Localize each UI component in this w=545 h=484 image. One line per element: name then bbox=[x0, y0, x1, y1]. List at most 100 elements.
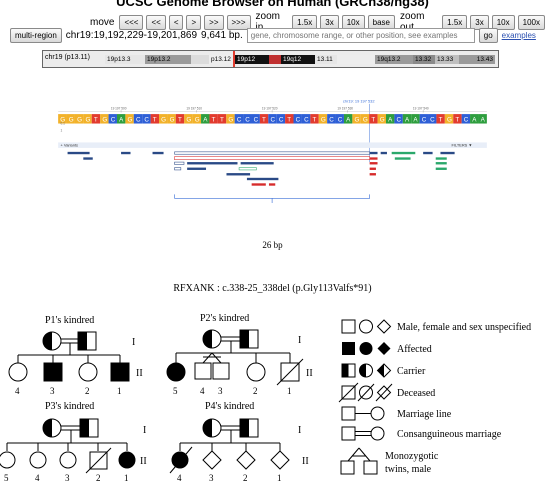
base-block bbox=[444, 114, 454, 124]
multi-region-button[interactable]: multi-region bbox=[10, 28, 62, 43]
p2-child-1-deceased-slash bbox=[276, 358, 304, 386]
p4-child-4-number: 4 bbox=[177, 473, 182, 483]
zoom-out-10x-button[interactable]: 10x bbox=[491, 14, 515, 30]
variant-bar bbox=[391, 151, 416, 155]
go-button[interactable]: go bbox=[478, 28, 498, 43]
variants-label[interactable]: + Variants bbox=[60, 143, 78, 148]
base-block bbox=[201, 114, 210, 124]
base-letter: C bbox=[464, 117, 469, 124]
variant-bar bbox=[423, 151, 433, 155]
move-left-button[interactable]: << bbox=[146, 14, 166, 30]
p3-child-5-female bbox=[0, 451, 16, 469]
variant-bar bbox=[240, 162, 274, 165]
band-13.32: 13.32 bbox=[413, 55, 435, 64]
base-block bbox=[411, 114, 420, 124]
base-letter: A bbox=[388, 117, 393, 124]
legend-twin-male-1-icon bbox=[340, 460, 355, 475]
base-letter: A bbox=[472, 117, 477, 124]
p1-child-1-affected-male bbox=[110, 362, 130, 382]
variant-bar bbox=[268, 183, 276, 186]
base-block bbox=[268, 114, 277, 124]
base-block bbox=[167, 114, 176, 124]
base-letter: C bbox=[245, 117, 250, 124]
examples-link[interactable]: examples bbox=[501, 31, 536, 40]
p3-child-4-number: 4 bbox=[35, 473, 40, 483]
move-step-left-button[interactable]: < bbox=[168, 14, 184, 30]
variant-bar bbox=[394, 157, 411, 160]
position-search-input[interactable] bbox=[246, 28, 475, 43]
move-label: move bbox=[90, 16, 115, 28]
p2-generation-1: I bbox=[298, 335, 301, 346]
base-block bbox=[453, 114, 462, 124]
p1-generation-2: II bbox=[136, 368, 143, 379]
base-letter: G bbox=[102, 117, 107, 124]
variant-bar bbox=[152, 151, 164, 155]
position-readout: chr19:19,192,229-19,201,869 bbox=[65, 30, 198, 41]
p2-child-5-number: 5 bbox=[173, 386, 178, 396]
variants-track-header[interactable] bbox=[58, 142, 487, 148]
base-block bbox=[470, 114, 479, 124]
base-letter: C bbox=[111, 117, 116, 124]
base-letter: T bbox=[439, 117, 443, 124]
legend-carrier-label: Carrier bbox=[397, 366, 426, 377]
move-step-right-button[interactable]: > bbox=[186, 14, 202, 30]
base-block bbox=[116, 114, 126, 124]
variant-bar bbox=[369, 151, 378, 155]
variant-bar bbox=[174, 161, 185, 165]
p3-child-4-female bbox=[29, 451, 47, 469]
move-far-right-button[interactable]: >>> bbox=[226, 14, 251, 30]
base-block bbox=[343, 114, 353, 124]
navigation-row: move <<< << < > >> >>> zoom in 1.5x 3x 1… bbox=[88, 11, 545, 33]
band-spacer-2 bbox=[337, 55, 375, 64]
p2-kindred: P2's kindred I II 5 4 3 2 1 bbox=[166, 313, 313, 396]
base-block bbox=[159, 114, 168, 124]
p3-kindred: P3's kindred I II 5 4 3 2 1 bbox=[0, 401, 147, 483]
p1-child-1-number: 1 bbox=[117, 386, 122, 396]
p1-child-2-female bbox=[78, 362, 98, 382]
variant-bar bbox=[246, 177, 279, 181]
band-19p12: 19p12 bbox=[235, 55, 269, 64]
p2-father-carrier-fill bbox=[240, 330, 249, 348]
base-letter: C bbox=[304, 117, 309, 124]
legend-carrier-female-fill bbox=[359, 364, 366, 377]
p2-child-2-female bbox=[246, 362, 266, 382]
base-block bbox=[385, 114, 395, 124]
filters-button[interactable]: FILTERS ▼ bbox=[451, 143, 472, 148]
base-block bbox=[209, 114, 218, 124]
move-far-left-button[interactable]: <<< bbox=[119, 14, 144, 30]
base-letter: C bbox=[237, 117, 242, 124]
variant-bar bbox=[174, 167, 182, 171]
p2-child-3-twin-male bbox=[212, 362, 230, 380]
variant-bar bbox=[187, 167, 207, 170]
legend-twins-label-1: Monozygotic bbox=[385, 451, 439, 462]
variant-bar bbox=[121, 151, 131, 155]
variant-bars bbox=[67, 151, 455, 186]
variant-bar bbox=[369, 167, 376, 170]
base-letter: G bbox=[195, 117, 200, 124]
base-letter: G bbox=[363, 117, 368, 124]
zoom-out-100x-button[interactable]: 100x bbox=[517, 14, 545, 30]
base-block bbox=[192, 114, 202, 124]
legend-consanguineous-label: Consanguineous marriage bbox=[397, 429, 502, 440]
variant-bar bbox=[435, 157, 447, 160]
move-right-button[interactable]: >> bbox=[204, 14, 224, 30]
base-letter: T bbox=[371, 117, 375, 124]
p4-kindred-title: P4's kindred bbox=[205, 401, 254, 412]
base-letter: T bbox=[312, 117, 316, 124]
p1-child-3-number: 3 bbox=[50, 386, 55, 396]
legend-twins-label-2: twins, male bbox=[385, 464, 432, 475]
chromosome-ideogram[interactable]: chr19 (p13.11) 19p13.3 19p13.2 p13.12 19… bbox=[42, 50, 499, 68]
legend-deceased-unspecified-slash bbox=[375, 383, 393, 402]
legend-deceased-female-slash bbox=[357, 383, 375, 402]
base-block bbox=[285, 114, 294, 124]
legend-consanguineous-male-icon bbox=[341, 426, 356, 441]
p3-child-1-affected-female bbox=[118, 451, 136, 469]
base-block bbox=[259, 114, 269, 124]
variant-bar bbox=[226, 173, 251, 176]
span-bracket bbox=[174, 194, 370, 199]
p3-child-2-number: 2 bbox=[96, 473, 101, 483]
zoom-out-label: zoom out bbox=[399, 11, 425, 33]
pedigree-diagram: P1's kindred I II 4 3 2 1 P2's kindred bbox=[0, 313, 531, 483]
pedigree-legend: Male, female and sex unspecified Affecte… bbox=[338, 319, 531, 475]
